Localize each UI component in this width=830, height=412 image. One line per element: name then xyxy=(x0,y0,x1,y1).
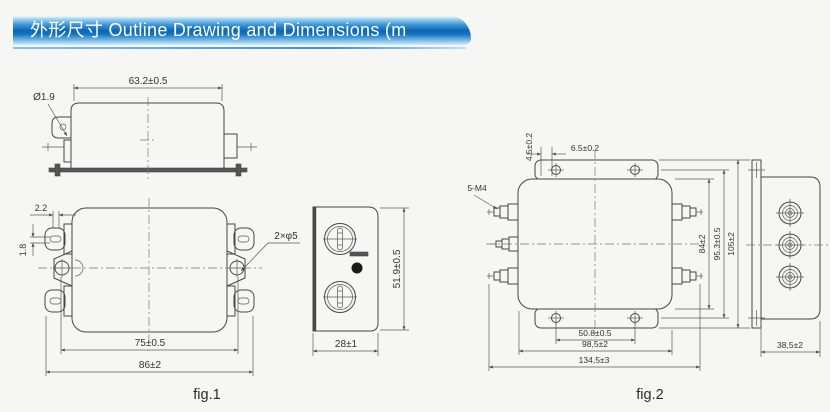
dim-fig1-height: 51.9±0.5 xyxy=(392,249,403,288)
dim-fig2-hole-offset-h: 6.5±0.2 xyxy=(571,143,600,153)
fig1-ear-right xyxy=(226,250,246,287)
dim-fig1-overall-width-top: 63.2±0.5 xyxy=(129,76,168,87)
dim-fig1-slot-width: 1.8 xyxy=(18,244,28,257)
fig2-side-body xyxy=(760,176,821,320)
fig2-caption: fig.2 xyxy=(636,387,663,403)
fig2-right-studs xyxy=(671,203,703,285)
page-title: 外形尺寸 Outline Drawing and Dimensions (m xyxy=(30,20,407,40)
fig2-flange-holes xyxy=(548,163,643,325)
label-fig2-studs: 5-M4 xyxy=(467,183,487,193)
fig1-marking-bar xyxy=(349,251,369,257)
dim-fig2-overall-height: 105±2 xyxy=(726,232,736,256)
fig1-side-body xyxy=(70,102,225,168)
dim-fig1-mounting-holes: 2×φ5 xyxy=(274,231,298,242)
fig1-end-body xyxy=(312,206,379,332)
fig1-terminal-hole xyxy=(59,123,67,131)
dim-fig1-tab-thickness: 2.2 xyxy=(35,203,48,213)
dim-fig1-terminal-dia: Ø1.9 xyxy=(33,92,55,103)
dim-fig1-hole-spacing: 75±0.5 xyxy=(135,338,166,349)
fig1-side-view: 63.2±0.5 Ø1.9 xyxy=(33,76,257,180)
dim-fig2-flange-width: 98,5±2 xyxy=(582,339,608,349)
fig2-front-view: 5-M4 4.5±0.2 6.5±0.2 84±2 95.3±0.5 105±2… xyxy=(467,133,750,371)
fig2-side-view: 38,5±2 xyxy=(746,159,829,357)
fig1-front-body xyxy=(71,207,228,333)
fig1-ground-dot xyxy=(351,262,363,274)
dim-fig1-overall-width: 86±2 xyxy=(139,360,162,371)
fig1-foot-right xyxy=(235,163,242,177)
dim-fig2-depth: 38,5±2 xyxy=(777,340,803,350)
dim-fig2-hole-offset-v: 4.5±0.2 xyxy=(524,133,534,162)
fig1-left-tab xyxy=(51,116,71,139)
technical-drawing-canvas: 63.2±0.5 Ø1.9 xyxy=(18,76,829,403)
header-underline xyxy=(13,47,467,49)
page-title-band: 外形尺寸 Outline Drawing and Dimensions (m xyxy=(13,16,471,45)
dim-fig2-slot-spacing: 50.8±0.5 xyxy=(578,328,611,338)
fig1-ear-left xyxy=(53,250,73,287)
fig2-side-terminals xyxy=(776,199,804,291)
fig1-end-view: 51.9±0.5 28±1 xyxy=(312,206,409,356)
dim-fig2-body-height: 84±2 xyxy=(697,234,707,253)
fig1-foot-left xyxy=(54,163,61,177)
fig1-front-view: 2.2 1.8 2×φ5 75±0.5 86±2 xyxy=(18,198,300,376)
dim-fig1-depth: 28±1 xyxy=(335,339,358,350)
dim-fig2-hole-spacing-v: 95.3±0.5 xyxy=(712,227,722,260)
fig1-caption: fig.1 xyxy=(193,387,220,403)
fig2-left-studs xyxy=(487,203,519,285)
header-banner: 外形尺寸 Outline Drawing and Dimensions (m xyxy=(13,16,471,49)
fig2-side-flange xyxy=(751,159,762,329)
dim-fig2-overall-width: 134,5±3 xyxy=(579,355,610,365)
